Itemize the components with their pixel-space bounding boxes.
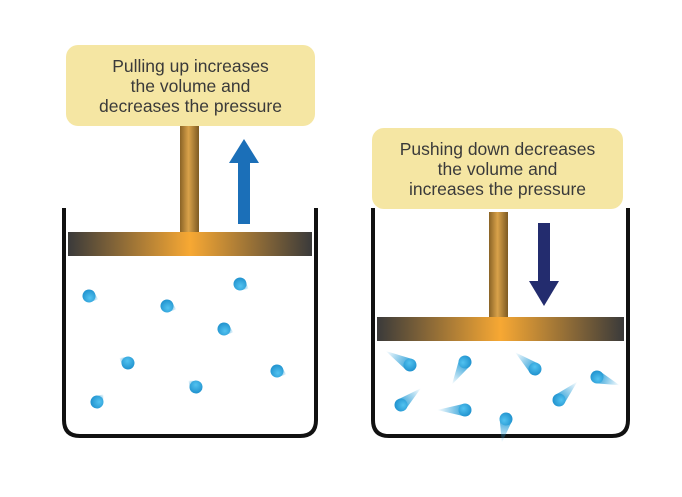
- left-particles: [82, 277, 287, 409]
- left-piston-rod: [180, 126, 199, 232]
- left-particle: [233, 277, 249, 291]
- left-particle: [270, 364, 287, 378]
- right-particle: [499, 412, 513, 443]
- right-container-outline: [371, 208, 630, 438]
- left-particle: [82, 289, 99, 303]
- right-piston-rod: [489, 212, 508, 317]
- left-cylinder: [62, 126, 318, 438]
- left-particle: [160, 299, 177, 313]
- right-particle: [394, 388, 421, 412]
- right-particle: [590, 370, 620, 386]
- left-particle: [217, 322, 234, 336]
- left-piston-head: [68, 232, 312, 256]
- left-container-outline: [62, 208, 318, 438]
- right-piston-head: [377, 317, 624, 341]
- right-caption-line-2: the volume and: [437, 158, 558, 179]
- right-caption-line-1: Pushing down decreases: [399, 138, 596, 159]
- left-caption-line-1: Pulling up increases: [112, 55, 269, 76]
- right-particles: [385, 351, 620, 443]
- up-arrow-icon: [229, 139, 259, 224]
- right-particle: [437, 403, 472, 417]
- right-caption-line-3: increases the pressure: [408, 178, 587, 199]
- right-caption: Pushing down decreases the volume and in…: [372, 128, 623, 209]
- right-particle: [552, 381, 578, 407]
- left-caption: Pulling up increases the volume and decr…: [66, 45, 315, 126]
- right-particle: [515, 352, 542, 376]
- right-particle: [385, 351, 417, 372]
- left-particle: [119, 356, 135, 370]
- down-arrow-icon: [529, 223, 559, 306]
- left-particle: [90, 394, 104, 409]
- left-caption-line-2: the volume and: [130, 75, 251, 96]
- right-particle: [452, 355, 472, 385]
- left-particle: [188, 380, 203, 394]
- left-caption-line-3: decreases the pressure: [99, 95, 282, 116]
- right-cylinder: [371, 208, 630, 443]
